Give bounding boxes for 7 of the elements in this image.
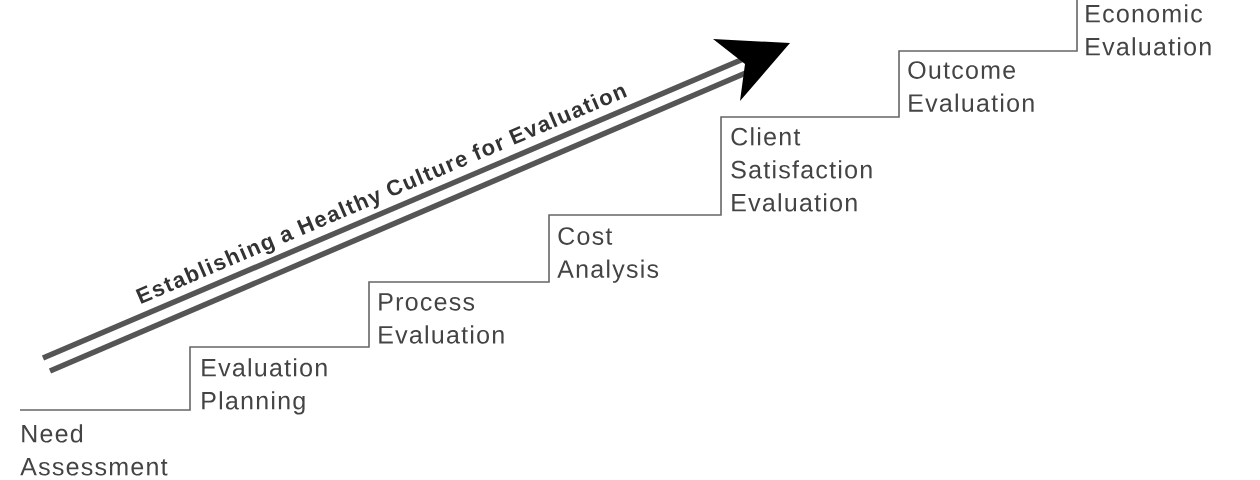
- step-label: Need Assessment: [20, 424, 168, 476]
- step-label: Client Satisfaction Evaluation: [731, 127, 872, 212]
- step-label: Cost Analysis: [557, 227, 659, 283]
- step-label: Process Evaluation: [379, 293, 504, 344]
- step-label: Outcome Evaluation: [908, 61, 1034, 112]
- step-label: Economic Evaluation: [1086, 4, 1211, 56]
- step-label: Evaluation Planning: [202, 358, 327, 415]
